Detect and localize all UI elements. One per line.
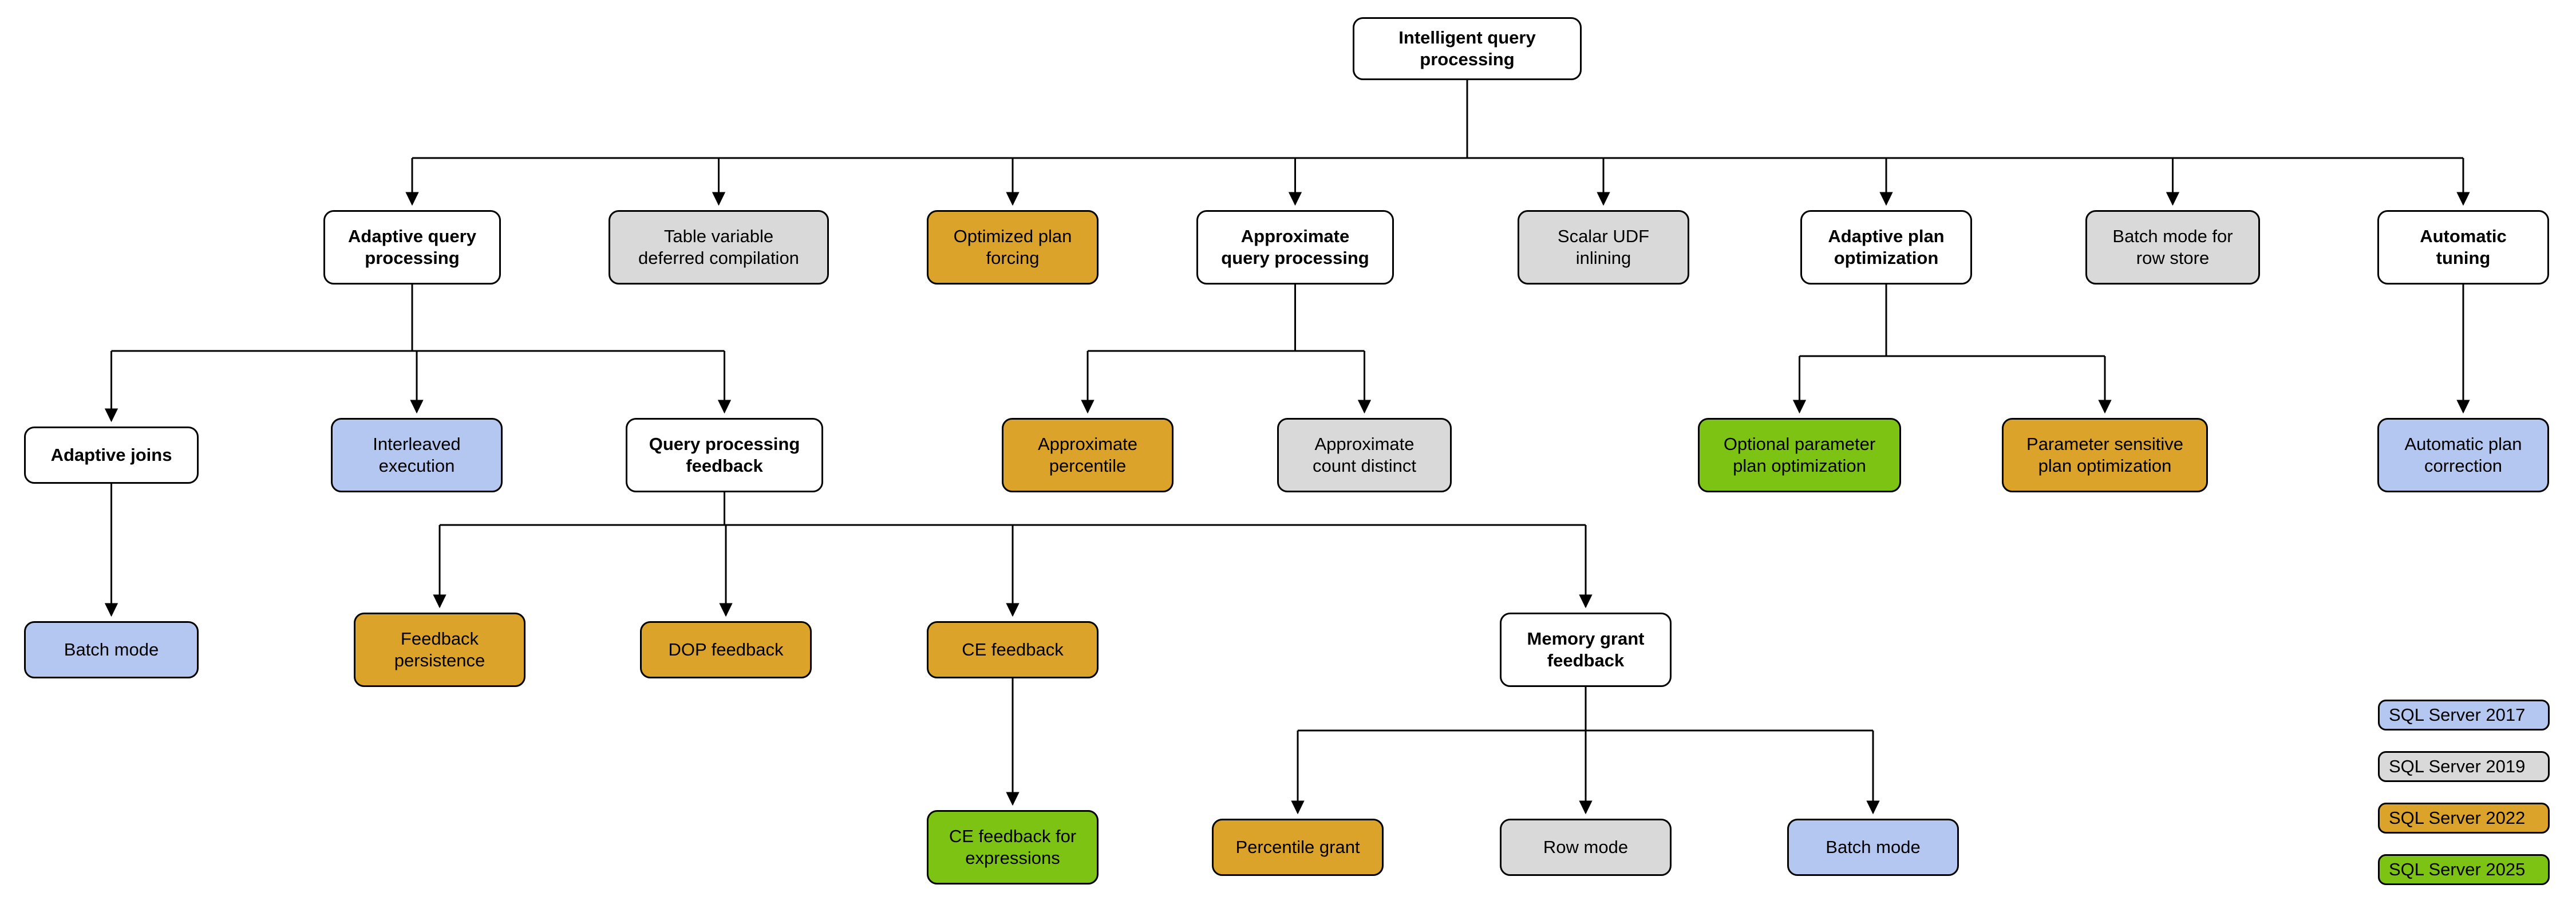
node-ce-feedback-for-expressions[interactable]: CE feedback for expressions (927, 810, 1099, 885)
legend-sql-server-2025[interactable]: SQL Server 2025 (2378, 854, 2550, 885)
node-memory-grant-feedback[interactable]: Memory grant feedback (1500, 613, 1672, 687)
node-optimized-plan-forcing[interactable]: Optimized plan forcing (927, 210, 1099, 285)
node-optional-parameter-plan-optimization[interactable]: Optional parameter plan optimization (1698, 418, 1901, 492)
connector-lines (104, 80, 2470, 815)
legend-sql-server-2022[interactable]: SQL Server 2022 (2378, 803, 2550, 834)
node-ce-feedback[interactable]: CE feedback (927, 621, 1099, 678)
node-dop-feedback[interactable]: DOP feedback (640, 621, 812, 678)
legend-sql-server-2019[interactable]: SQL Server 2019 (2378, 751, 2550, 782)
node-table-variable-deferred-compilation[interactable]: Table variable deferred compilation (609, 210, 829, 285)
node-parameter-sensitive-plan-optimization[interactable]: Parameter sensitive plan optimization (2002, 418, 2208, 492)
node-approximate-query-processing[interactable]: Approximate query processing (1196, 210, 1394, 285)
node-query-processing-feedback[interactable]: Query processing feedback (626, 418, 823, 492)
node-adaptive-query-processing[interactable]: Adaptive query processing (323, 210, 501, 285)
node-approximate-percentile[interactable]: Approximate percentile (1002, 418, 1174, 492)
node-automatic-tuning[interactable]: Automatic tuning (2377, 210, 2549, 285)
node-batch-mode-memory-grant[interactable]: Batch mode (1787, 819, 1959, 876)
legend-sql-server-2017[interactable]: SQL Server 2017 (2378, 700, 2550, 731)
node-adaptive-joins[interactable]: Adaptive joins (24, 427, 199, 484)
node-scalar-udf-inlining[interactable]: Scalar UDF inlining (1518, 210, 1689, 285)
node-feedback-persistence[interactable]: Feedback persistence (354, 613, 526, 687)
node-batch-mode-for-row-store[interactable]: Batch mode for row store (2085, 210, 2260, 285)
node-row-mode[interactable]: Row mode (1500, 819, 1672, 876)
node-interleaved-execution[interactable]: Interleaved execution (331, 418, 503, 492)
node-approximate-count-distinct[interactable]: Approximate count distinct (1277, 418, 1452, 492)
node-adaptive-plan-optimization[interactable]: Adaptive plan optimization (1800, 210, 1972, 285)
node-automatic-plan-correction[interactable]: Automatic plan correction (2377, 418, 2549, 492)
node-root[interactable]: Intelligent query processing (1353, 17, 1582, 80)
node-percentile-grant[interactable]: Percentile grant (1212, 819, 1384, 876)
node-batch-mode-adaptive-joins[interactable]: Batch mode (24, 621, 199, 678)
